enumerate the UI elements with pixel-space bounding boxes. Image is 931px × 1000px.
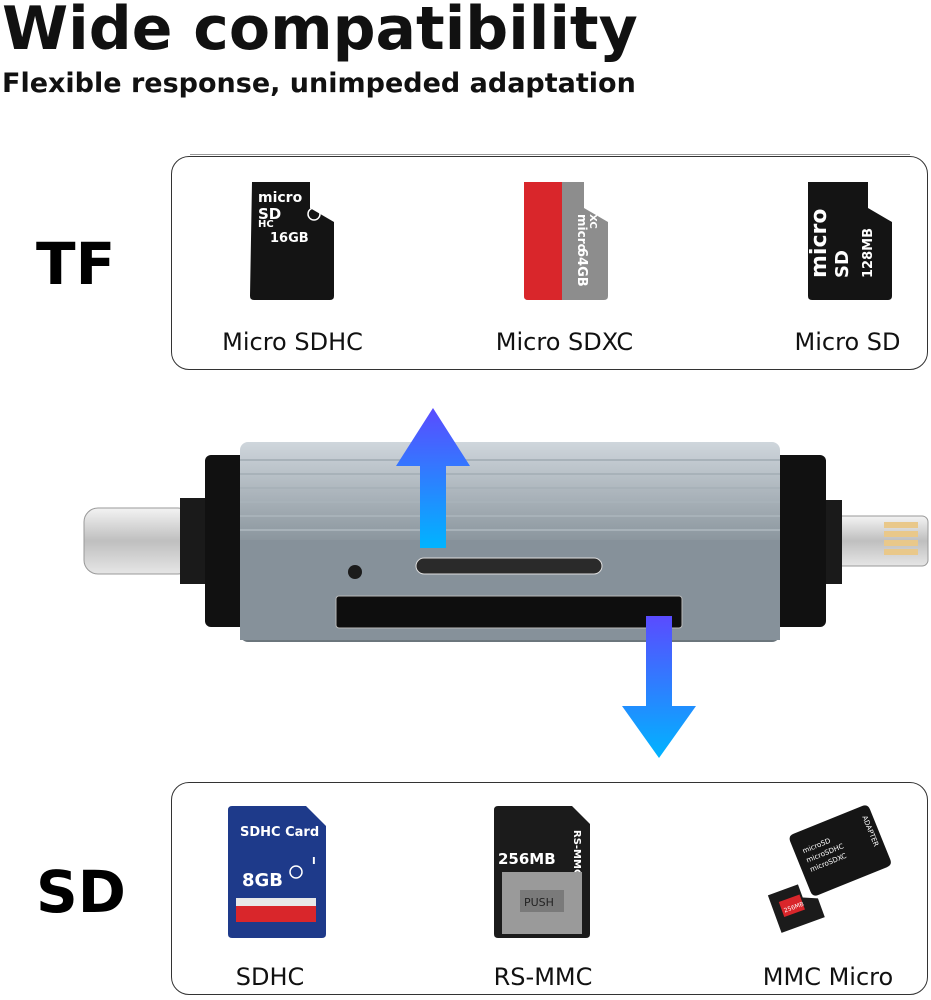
usb-c-plug-icon xyxy=(83,507,193,575)
micro-sdhc-label: Micro SDHC xyxy=(222,328,363,356)
micro-sdhc-print-hc: HC xyxy=(258,219,274,230)
page-title: Wide compatibility xyxy=(2,0,638,64)
micro-sd-print-micro: micro xyxy=(807,209,832,278)
rs-mmc-print-push: PUSH xyxy=(524,896,554,909)
sdhc-print-class: I xyxy=(312,856,316,867)
micro-sd-print-size: 128MB xyxy=(861,228,876,278)
sd-insert-arrow-icon xyxy=(622,616,696,758)
sdhc-card-icon: SDHC Card 8GB I xyxy=(228,806,326,938)
micro-sdxc-label: Micro SDXC xyxy=(495,328,634,356)
micro-sdhc-print-size: 16GB xyxy=(270,231,309,246)
micro-sd-card-icon: micro SD 128MB xyxy=(807,182,892,300)
led-indicator xyxy=(348,565,362,579)
sd-group-label: SD xyxy=(36,858,126,926)
sdhc-print-title: SDHC Card xyxy=(240,825,319,840)
rs-mmc-card-icon: 256MB RS-MMC PUSH xyxy=(494,806,590,938)
panel-top-line xyxy=(190,154,910,155)
mmc-micro-adapter-icon: microSD microSDHC microSDXC ADAPTER 256M… xyxy=(767,805,891,933)
micro-sd-print-sd: SD xyxy=(832,250,853,278)
micro-sdhc-card-icon: micro SD HC 16GB xyxy=(250,182,334,300)
rs-mmc-print-size: 256MB xyxy=(498,850,556,868)
micro-sdhc-print-sd: SD xyxy=(258,205,281,223)
mmc-micro-label: MMC Micro xyxy=(762,963,894,991)
micro-sdhc-print-micro: micro xyxy=(258,190,303,206)
tf-slot xyxy=(415,557,603,575)
rs-mmc-label: RS-MMC xyxy=(493,963,593,991)
card-reader-illustration xyxy=(83,408,929,758)
sdhc-print-size: 8GB xyxy=(242,870,283,891)
micro-sd-label: Micro SD xyxy=(794,328,901,356)
tf-group-label: TF xyxy=(36,230,116,298)
sdhc-label: SDHC xyxy=(235,963,305,991)
tf-insert-arrow-icon xyxy=(396,408,470,548)
right-cap xyxy=(768,455,826,627)
micro-sdxc-card-icon: micro XC 64GB I xyxy=(524,182,608,300)
micro-sdxc-print-size: 64GB xyxy=(574,248,589,287)
rs-mmc-print-name: RS-MMC xyxy=(571,830,582,876)
micro-sdxc-print-class: I xyxy=(595,186,606,190)
micro-sdxc-print-xc: XC xyxy=(587,214,598,229)
page-subtitle: Flexible response, unimpeded adaptation xyxy=(2,68,636,99)
sd-slot xyxy=(335,595,683,629)
micro-sdxc-print-micro: micro xyxy=(575,214,589,252)
